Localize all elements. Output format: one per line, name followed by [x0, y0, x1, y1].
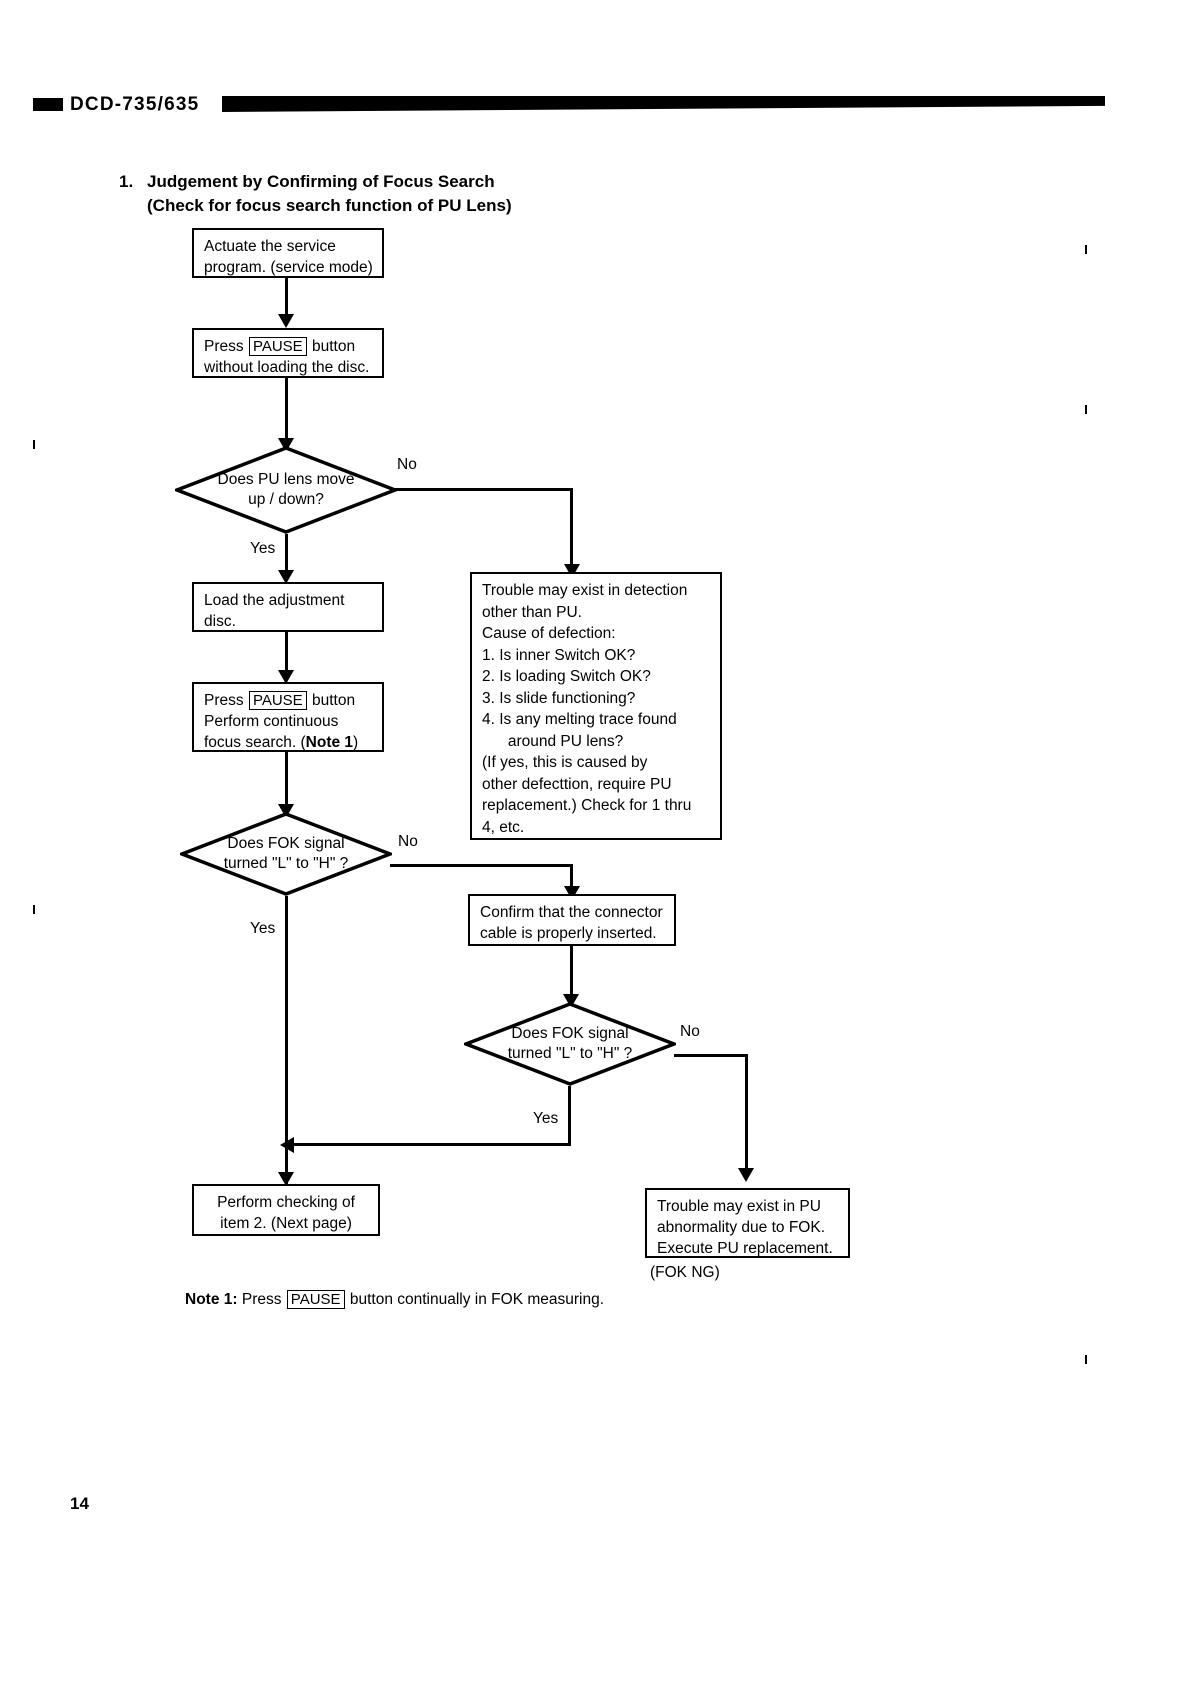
- confirm-connector-line-1: Confirm that the connector: [480, 904, 663, 921]
- start-line-2: program. (service mode): [204, 259, 373, 276]
- decision-fok-2-line-2: turned "L" to "H" ?: [507, 1045, 633, 1062]
- edge-no-2-vertical: [570, 864, 573, 894]
- decision-pu-lens-line-1: Does PU lens move: [217, 471, 355, 488]
- registration-tick-left-low: [33, 905, 35, 914]
- edge-yes-3-horizontal: [285, 1143, 569, 1146]
- registration-tick-right-mid: [1085, 405, 1087, 414]
- arrowhead-yes-1: [278, 570, 294, 584]
- edge-yes-2-vertical: [285, 896, 288, 1184]
- trouble-pu-line-3: Execute PU replacement.: [657, 1240, 833, 1257]
- focus-note-pre: focus search. (: [204, 734, 306, 751]
- page-subtitle: (Check for focus search function of PU L…: [147, 196, 512, 215]
- trouble-non-pu-line-11: replacement.) Check for 1 thru: [482, 797, 692, 814]
- trouble-pu-line-1: Trouble may exist in PU: [657, 1198, 821, 1215]
- edge-label-yes-2: Yes: [250, 920, 276, 937]
- press-pause-focus-line-2: Perform continuous: [204, 713, 339, 730]
- trouble-non-pu-line-7: 4. Is any melting trace found: [482, 711, 677, 728]
- press-pause-no-disc-post: button: [312, 338, 356, 355]
- press-pause-no-disc-line-2: without loading the disc.: [204, 359, 370, 376]
- trouble-pu-line-2: abnormality due to FOK.: [657, 1219, 825, 1236]
- trouble-non-pu-line-2: other than PU.: [482, 603, 582, 621]
- arrowhead-start-to-press-pause: [278, 314, 294, 328]
- edge-label-yes-3: Yes: [533, 1110, 559, 1127]
- flow-node-confirm-connector: Confirm that the connector cable is prop…: [468, 894, 676, 946]
- decision-fok-2-line-1: Does FOK signal: [511, 1025, 629, 1042]
- trouble-non-pu-line-5: 2. Is loading Switch OK?: [482, 668, 651, 685]
- flow-node-perform-check-item2: Perform checking of item 2. (Next page): [192, 1184, 380, 1236]
- edge-no-2-horizontal: [390, 864, 573, 867]
- fok-ng-label: (FOK NG): [650, 1264, 720, 1281]
- focus-note-ref: Note 1: [305, 734, 354, 751]
- page-title: Judgement by Confirming of Focus Search: [147, 172, 495, 191]
- edge-yes-1-vertical: [285, 534, 288, 580]
- decision-fok-1-line-2: turned "L" to "H" ?: [223, 855, 349, 872]
- press-pause-focus-pre: Press: [204, 692, 244, 709]
- registration-tick-left-mid: [33, 440, 35, 449]
- edge-label-no-3: No: [680, 1023, 700, 1040]
- pause-key-1[interactable]: PAUSE: [248, 337, 307, 356]
- load-disc-line-1: Load the adjustment: [204, 592, 345, 609]
- pause-key-3[interactable]: PAUSE: [286, 1290, 345, 1309]
- edge-confirm-to-decision-fok-2: [570, 946, 573, 1002]
- press-pause-focus-line-1: Press PAUSE button: [204, 690, 374, 711]
- confirm-connector-line-2: cable is properly inserted.: [480, 925, 657, 942]
- edge-no-1-vertical: [570, 488, 573, 572]
- edge-press-pause-focus-to-decision-fok-1: [285, 752, 288, 812]
- trouble-non-pu-line-4: 1. Is inner Switch OK?: [482, 646, 636, 664]
- trouble-non-pu-line-8: around PU lens?: [482, 732, 624, 750]
- flow-decision-pu-lens: Does PU lens move up / down?: [175, 446, 397, 534]
- arrowhead-load-disc-to-press-pause-focus: [278, 670, 294, 684]
- load-disc-line-2: disc.: [204, 613, 236, 630]
- press-pause-no-disc-pre: Press: [204, 338, 244, 355]
- page-number: 14: [70, 1494, 89, 1513]
- trouble-non-pu-line-1: Trouble may exist in detection: [482, 582, 688, 599]
- perform-check-line-1: Perform checking of: [217, 1194, 355, 1211]
- flow-decision-fok-1: Does FOK signal turned "L" to "H" ?: [180, 812, 392, 896]
- perform-check-line-2: item 2. (Next page): [220, 1215, 352, 1232]
- section-number: 1.: [119, 172, 134, 191]
- decision-fok-1-line-1: Does FOK signal: [227, 835, 345, 852]
- footnote-note-1: Note 1: Press PAUSE button continually i…: [185, 1290, 604, 1309]
- trouble-non-pu-line-6: 3. Is slide functioning?: [482, 689, 636, 707]
- edge-yes-3-vertical: [568, 1086, 571, 1146]
- press-pause-focus-post: button: [312, 692, 356, 709]
- edge-press-pause-to-decision-pu: [285, 378, 288, 448]
- footnote-post: button continually in FOK measuring.: [349, 1291, 605, 1308]
- arrowhead-yes-3-merge: [280, 1137, 294, 1153]
- header-model-number: DCD-735/635: [70, 94, 200, 115]
- edge-no-3-vertical: [745, 1054, 748, 1176]
- header-rule-bar: [222, 96, 1105, 112]
- flow-node-load-disc: Load the adjustment disc.: [192, 582, 384, 632]
- footnote-label: Note 1:: [185, 1291, 238, 1308]
- flow-decision-fok-2: Does FOK signal turned "L" to "H" ?: [464, 1002, 676, 1086]
- edge-no-1-horizontal: [395, 488, 573, 491]
- trouble-non-pu-line-10: other defecttion, require PU: [482, 775, 672, 793]
- header-block-left: [33, 98, 63, 111]
- edge-label-yes-1: Yes: [250, 540, 276, 557]
- flow-node-press-pause-focus: Press PAUSE button Perform continuous fo…: [192, 682, 384, 752]
- arrowhead-no-3: [738, 1168, 754, 1182]
- trouble-non-pu-line-9: (If yes, this is caused by: [482, 754, 648, 771]
- focus-note-post: ): [353, 734, 359, 751]
- decision-pu-lens-line-2: up / down?: [248, 491, 324, 508]
- start-line-1: Actuate the service: [204, 238, 336, 255]
- registration-tick-right-top: [1085, 245, 1087, 254]
- pause-key-2[interactable]: PAUSE: [248, 691, 307, 710]
- press-pause-no-disc-line-1: Press PAUSE button: [204, 336, 374, 357]
- flow-node-trouble-non-pu: Trouble may exist in detection other tha…: [470, 572, 722, 840]
- flow-node-press-pause-no-disc: Press PAUSE button without loading the d…: [192, 328, 384, 378]
- trouble-non-pu-line-3: Cause of defection:: [482, 625, 616, 642]
- press-pause-focus-line-3: focus search. (Note 1): [204, 732, 374, 753]
- registration-tick-right-low: [1085, 1355, 1087, 1364]
- footnote-pre: Press: [241, 1291, 282, 1308]
- edge-no-3-horizontal: [674, 1054, 748, 1057]
- edge-label-no-1: No: [397, 456, 417, 473]
- flow-node-start: Actuate the service program. (service mo…: [192, 228, 384, 278]
- edge-start-to-press-pause: [285, 278, 288, 320]
- arrowhead-yes-2-to-perform-check: [278, 1172, 294, 1186]
- edge-label-no-2: No: [398, 833, 418, 850]
- trouble-non-pu-line-12: 4, etc.: [482, 818, 525, 836]
- flow-node-trouble-pu: Trouble may exist in PU abnormality due …: [645, 1188, 850, 1258]
- edge-load-disc-to-press-pause-focus: [285, 632, 288, 680]
